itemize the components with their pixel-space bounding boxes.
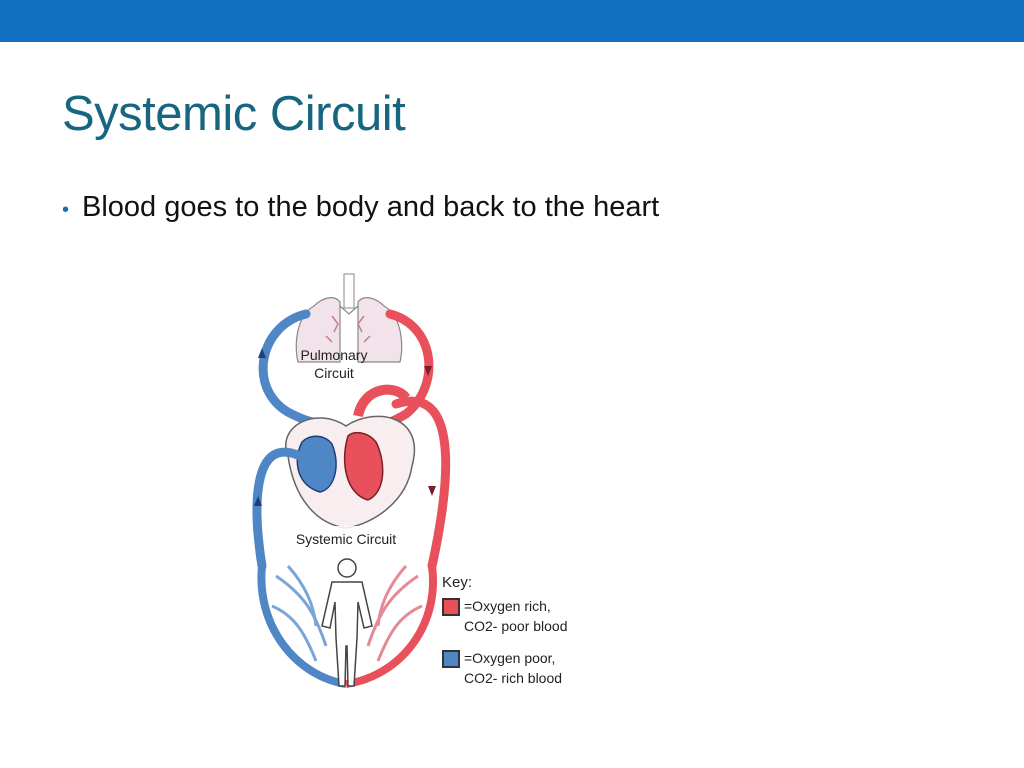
aorta-path	[391, 396, 451, 571]
pulmonary-label-line2: Circuit	[314, 365, 354, 381]
bullet-dot-icon: •	[62, 199, 70, 221]
bullet-item: • Blood goes to the body and back to the…	[62, 186, 659, 231]
key-title: Key:	[442, 574, 473, 591]
slide-title: Systemic Circuit	[62, 87, 406, 141]
pulmonary-artery-path	[258, 309, 311, 421]
circulation-diagram: Pulmonary Circuit Systemic Circuit	[236, 266, 616, 696]
key-rich-line2: CO2- poor blood	[464, 618, 568, 634]
key-row-oxygen-rich: =Oxygen rich, CO2- poor blood	[442, 596, 568, 636]
pulmonary-label-line1: Pulmonary	[301, 347, 368, 363]
key-rich-line1: =Oxygen rich,	[464, 598, 551, 614]
key-poor-line1: =Oxygen poor,	[464, 650, 556, 666]
oxygen-poor-swatch	[442, 650, 460, 668]
capillary-bed	[257, 564, 437, 688]
key-row-oxygen-poor: =Oxygen poor, CO2- rich blood	[442, 648, 562, 688]
heart-illustration	[285, 384, 415, 529]
systemic-label: Systemic Circuit	[296, 531, 396, 547]
circulation-diagram-svg: Pulmonary Circuit Systemic Circuit	[252, 273, 451, 688]
bullet-text: Blood goes to the body and back to the h…	[82, 191, 660, 223]
top-accent-bar	[0, 0, 1024, 42]
diagram-key: Key: =Oxygen rich, CO2- poor blood =Oxyg…	[440, 574, 615, 694]
key-poor-line2: CO2- rich blood	[464, 670, 563, 686]
vena-cava-path	[252, 447, 305, 571]
oxygen-rich-swatch	[442, 598, 460, 616]
human-figure-illustration	[321, 558, 373, 687]
bullet-list: • Blood goes to the body and back to the…	[62, 186, 659, 231]
